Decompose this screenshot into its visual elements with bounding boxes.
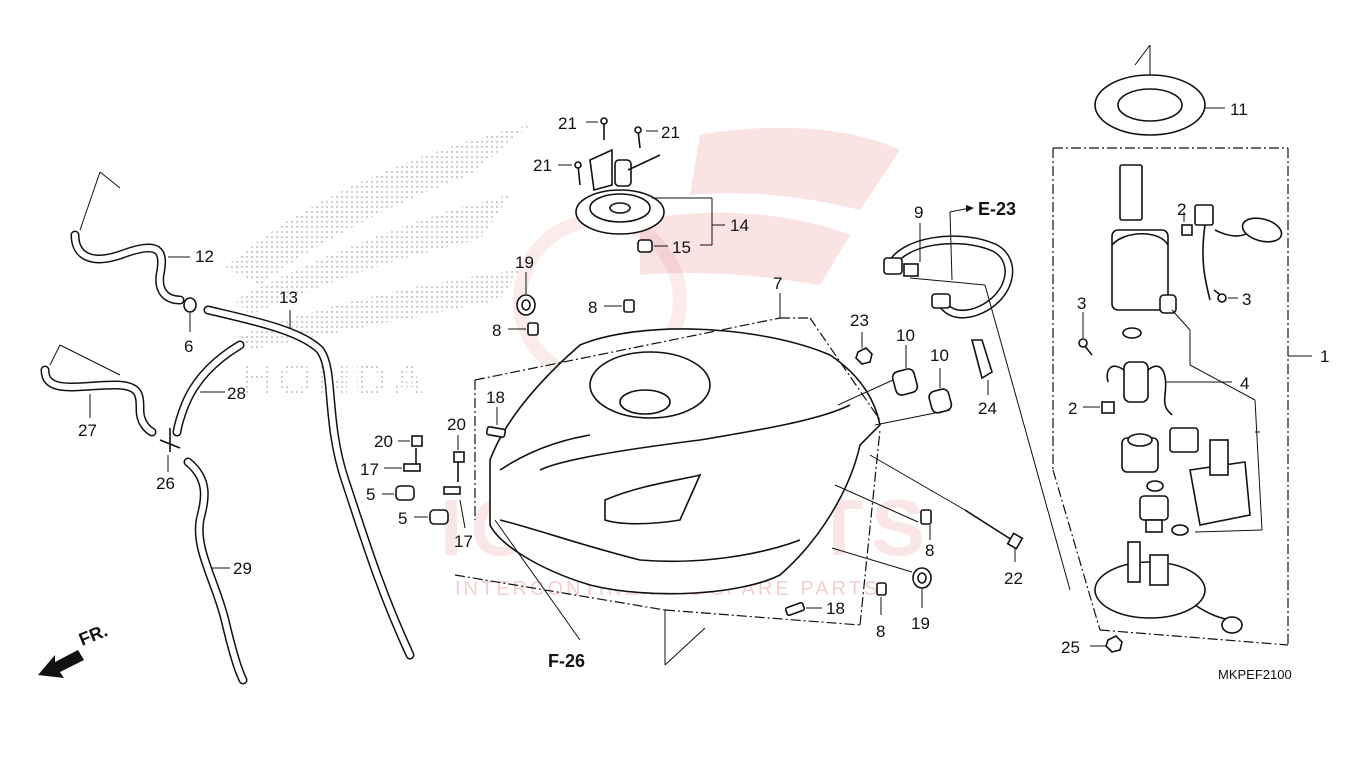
label-21: 21 [533,156,552,175]
label-24: 24 [978,399,997,418]
filter-housing [1121,427,1251,526]
hose-13 [203,305,415,660]
oring-pump [1122,327,1142,339]
fuel-level-sensor [1183,204,1283,301]
label-21: 21 [661,123,680,142]
label-1: 1 [1320,347,1329,366]
hose-29 [183,457,248,685]
label-13: 13 [279,288,298,307]
label-27: 27 [78,421,97,440]
label-2: 2 [1177,200,1186,219]
hose-12 [70,171,190,305]
fuel-tank-7 [454,293,881,666]
screw-21-c [558,161,582,186]
screw-21-b [634,126,658,149]
front-direction-arrow-icon: FR. [38,620,110,678]
joint-6 [183,297,197,332]
clip-2-a [1181,224,1193,236]
clip-2-b [1083,401,1115,414]
label-26: 26 [156,474,175,493]
label-3: 3 [1077,294,1086,313]
label-22: 22 [1004,569,1023,588]
ref-e-23[interactable]: E-23 [978,199,1016,219]
honda-wing-red [640,127,900,286]
rubber-5-b [414,509,449,525]
label-20: 20 [374,432,393,451]
label-8: 8 [492,321,501,340]
drawing-code: MKPEF2100 [1218,667,1292,682]
label-12: 12 [195,247,214,266]
label-10: 10 [896,326,915,345]
hose-27 [40,344,157,437]
regulator [1139,480,1189,536]
label-28: 28 [227,384,246,403]
label-21: 21 [558,114,577,133]
fuel-hose-9 [883,205,1071,591]
damper-10-b [874,368,953,426]
label-15: 15 [672,238,691,257]
hose-28 [172,340,245,437]
label-17: 17 [454,532,473,551]
label-17: 17 [360,460,379,479]
label-18: 18 [486,388,505,407]
washer-17-b [443,486,466,529]
label-29: 29 [233,559,252,578]
rubber-5-a [382,485,415,501]
pump-base-plate [1094,541,1243,634]
clip-24 [970,339,993,395]
bolt-20-a [398,435,423,470]
fuel-cap-14 [575,148,725,246]
label-18: 18 [826,599,845,618]
bolt-22 [869,454,1024,562]
label-7: 7 [773,274,782,293]
label-11: 11 [1230,100,1248,119]
label-3: 3 [1242,290,1251,309]
label-4: 4 [1240,374,1249,393]
label-5: 5 [366,485,375,504]
tee-26 [159,428,181,472]
label-2: 2 [1068,399,1077,418]
fuel-pump-4 [1106,361,1232,416]
screw-3-b [1078,312,1093,356]
grommet-19-a [516,272,536,316]
fuel-pump-assy-1 [1052,147,1312,646]
label-14: 14 [730,216,749,235]
clip-8-a [508,322,539,336]
washer-17-a [384,463,421,472]
nut-25 [1090,635,1123,653]
seal-15 [637,239,668,253]
label-19: 19 [911,614,930,633]
front-marker: FR. [76,620,110,649]
label-19: 19 [515,253,534,272]
clip-8-b [604,299,635,313]
grommet-19-b [831,547,932,608]
cushion-18-b [784,601,822,617]
label-20: 20 [447,415,466,434]
cushion-18-a [485,407,507,438]
section-refs[interactable]: E-23 F-26 [548,199,1016,671]
bolt-20-b [453,435,465,482]
clip-8-c [834,484,932,540]
screw-21-a [586,117,608,140]
label-6: 6 [184,337,193,356]
label-23: 23 [850,311,869,330]
pump-housing [1111,164,1263,533]
screw-3-a [1213,289,1238,303]
honda-wing-dotted [225,125,530,350]
setting-ring-11 [1094,44,1225,136]
callout-labels: 1 2 2 3 3 4 5 5 6 7 8 8 8 8 9 10 10 11 1… [78,100,1329,657]
ref-f-26[interactable]: F-26 [548,651,585,671]
label-8: 8 [925,541,934,560]
label-8: 8 [876,622,885,641]
label-25: 25 [1061,638,1080,657]
damper-10-a [837,345,919,406]
label-9: 9 [914,203,923,222]
label-5: 5 [398,509,407,528]
label-10: 10 [930,346,949,365]
label-8: 8 [588,298,597,317]
nut-23 [855,332,873,365]
clip-8-d [876,582,887,615]
